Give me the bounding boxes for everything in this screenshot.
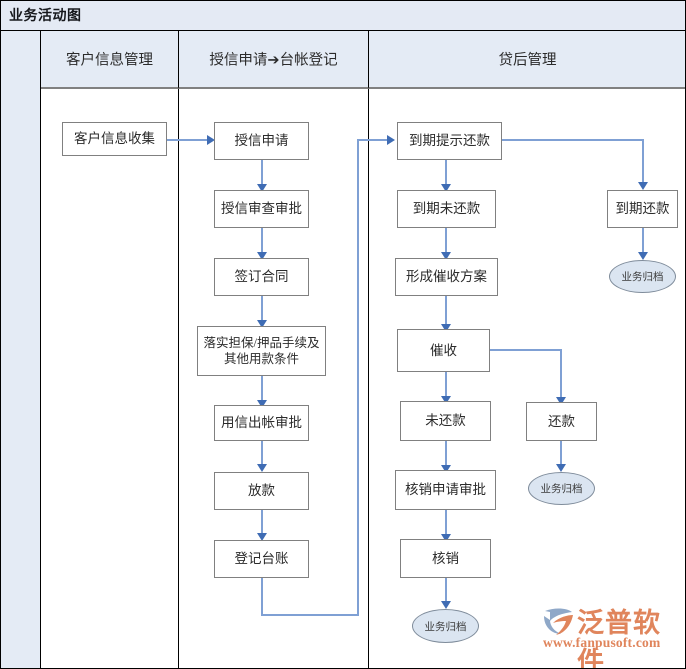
connector-ledger-down xyxy=(261,578,263,616)
connector-collection-to-unpaid2 xyxy=(445,372,447,401)
connector-apply-to-review xyxy=(261,160,263,189)
node-writeoff-apply[interactable]: 核销申请审批 xyxy=(395,470,496,510)
arrowhead xyxy=(441,601,451,609)
lane-header-label: 贷后管理 xyxy=(498,52,557,69)
node-sign-contract[interactable]: 签订合同 xyxy=(214,258,309,296)
connector-collect-to-apply xyxy=(167,139,207,141)
arrowhead xyxy=(207,135,215,145)
connector-remind-down-to-duerepay xyxy=(642,139,644,187)
arrowhead xyxy=(441,396,451,404)
node-due-repay[interactable]: 到期还款 xyxy=(607,190,678,228)
node-archive-writeoff[interactable]: 业务归档 xyxy=(412,609,479,643)
connector-ledger-right xyxy=(261,614,359,616)
lane-header-postloan: 贷后管理 xyxy=(369,31,685,89)
connector-useapproval-to-disburse xyxy=(261,441,263,469)
connector-ledger-up xyxy=(357,139,359,616)
arrowhead xyxy=(257,252,267,260)
connector-repay-to-archive xyxy=(560,441,562,467)
connector-guarantee-to-useapproval xyxy=(261,376,263,405)
connector-writeoff-to-archive xyxy=(445,578,447,604)
fanpu-logo-icon xyxy=(544,608,573,635)
node-customer-info-collect[interactable]: 客户信息收集 xyxy=(62,122,167,156)
lane-body-credit xyxy=(179,89,369,668)
connector-unpaid-to-plan xyxy=(445,228,447,257)
connector-unpaid2-to-writeoffapply xyxy=(445,441,447,470)
node-due-unpaid[interactable]: 到期未还款 xyxy=(397,190,496,228)
arrowhead xyxy=(441,324,451,332)
connector-disburse-to-ledger xyxy=(261,510,263,538)
connector-remind-to-unpaid xyxy=(445,160,447,189)
node-collection[interactable]: 催收 xyxy=(397,329,490,372)
connector-plan-to-collection xyxy=(445,296,447,329)
arrowhead xyxy=(556,397,566,405)
node-archive-repay[interactable]: 业务归档 xyxy=(528,472,595,505)
arrowhead xyxy=(257,320,267,328)
page-title: 业务活动图 xyxy=(9,9,82,24)
node-credit-review[interactable]: 授信审查审批 xyxy=(214,190,309,228)
arrowhead xyxy=(257,533,267,541)
connector-writeoffapply-to-writeoff xyxy=(445,510,447,539)
node-archive-due-repay[interactable]: 业务归档 xyxy=(609,260,676,293)
lane-header-label: 客户信息管理 xyxy=(66,52,153,69)
logo-text: 泛普软件 xyxy=(577,608,661,669)
connector-remind-right xyxy=(502,139,644,141)
lane-header-customer: 客户信息管理 xyxy=(41,31,179,89)
connector-ledger-into-remind xyxy=(357,139,389,141)
connector-collection-right xyxy=(490,349,562,351)
node-disburse[interactable]: 放款 xyxy=(214,472,309,510)
arrowhead xyxy=(556,464,566,472)
brand-logo: 泛普软件 www.fanpusoft.com xyxy=(541,601,681,668)
node-form-collection-plan[interactable]: 形成催收方案 xyxy=(395,258,498,296)
left-spacer-lane xyxy=(1,31,41,668)
node-register-ledger[interactable]: 登记台账 xyxy=(214,540,309,578)
lane-header-label: 授信申请➔台帐登记 xyxy=(209,52,338,69)
logo-url: www.fanpusoft.com xyxy=(543,635,661,650)
connector-contract-to-guarantee xyxy=(261,296,263,325)
arrowhead xyxy=(441,465,451,473)
arrowhead xyxy=(257,184,267,192)
node-due-remind-repay[interactable]: 到期提示还款 xyxy=(397,122,502,160)
arrowhead xyxy=(387,135,395,145)
lane-body-customer xyxy=(41,89,179,668)
node-use-credit-approval[interactable]: 用信出帐审批 xyxy=(214,405,309,441)
lane-body-postloan xyxy=(369,89,685,668)
node-repay[interactable]: 还款 xyxy=(526,402,597,441)
connector-collection-down-to-repay xyxy=(560,349,562,402)
node-credit-apply[interactable]: 授信申请 xyxy=(214,122,309,160)
arrowhead xyxy=(257,464,267,472)
arrowhead xyxy=(441,534,451,542)
node-unpaid[interactable]: 未还款 xyxy=(400,401,491,441)
node-writeoff[interactable]: 核销 xyxy=(400,539,491,578)
connector-duerepay-to-archive xyxy=(642,228,644,255)
connector-review-to-contract xyxy=(261,228,263,257)
title-bar: 业务活动图 xyxy=(1,1,685,31)
arrowhead xyxy=(257,400,267,408)
lane-header-credit: 授信申请➔台帐登记 xyxy=(179,31,369,89)
node-guarantee[interactable]: 落实担保/押品手续及其他用款条件 xyxy=(197,326,326,376)
arrowhead xyxy=(441,184,451,192)
arrowhead xyxy=(638,182,648,190)
arrowhead xyxy=(441,252,451,260)
arrowhead xyxy=(638,252,648,260)
